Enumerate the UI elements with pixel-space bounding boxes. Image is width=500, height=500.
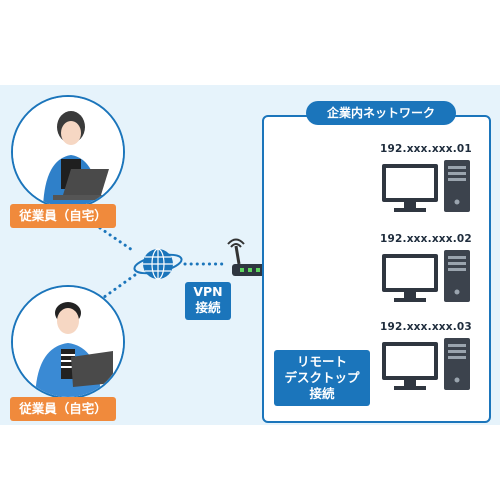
employee-illustration-2: [11, 285, 125, 399]
globe-icon: [133, 248, 183, 280]
desktop-pc-icon: [382, 160, 470, 212]
person-laptop-icon: [13, 97, 123, 207]
desktop-pc-3: [382, 338, 470, 390]
ip-label-1: 192.xxx.xxx.01: [380, 143, 472, 155]
desktop-pc-2: [382, 250, 470, 302]
desktop-pc-icon: [382, 338, 470, 390]
remote-desktop-label: リモート デスクトップ 接続: [274, 350, 370, 406]
desktop-pc-icon: [382, 250, 470, 302]
line-employee1-globe: [98, 226, 137, 254]
ip-label-3: 192.xxx.xxx.03: [380, 321, 472, 333]
corporate-network-title: 企業内ネットワーク: [306, 101, 456, 125]
employee-label-2: 従業員（自宅）: [10, 397, 116, 421]
employee-illustration-1: [11, 95, 125, 209]
person-laptop-icon: [13, 287, 123, 397]
line-employee2-globe: [98, 273, 137, 302]
employee-label-1: 従業員（自宅）: [10, 204, 116, 228]
vpn-connection-label: VPN 接続: [185, 282, 231, 320]
ip-label-2: 192.xxx.xxx.02: [380, 233, 472, 245]
desktop-pc-1: [382, 160, 470, 212]
